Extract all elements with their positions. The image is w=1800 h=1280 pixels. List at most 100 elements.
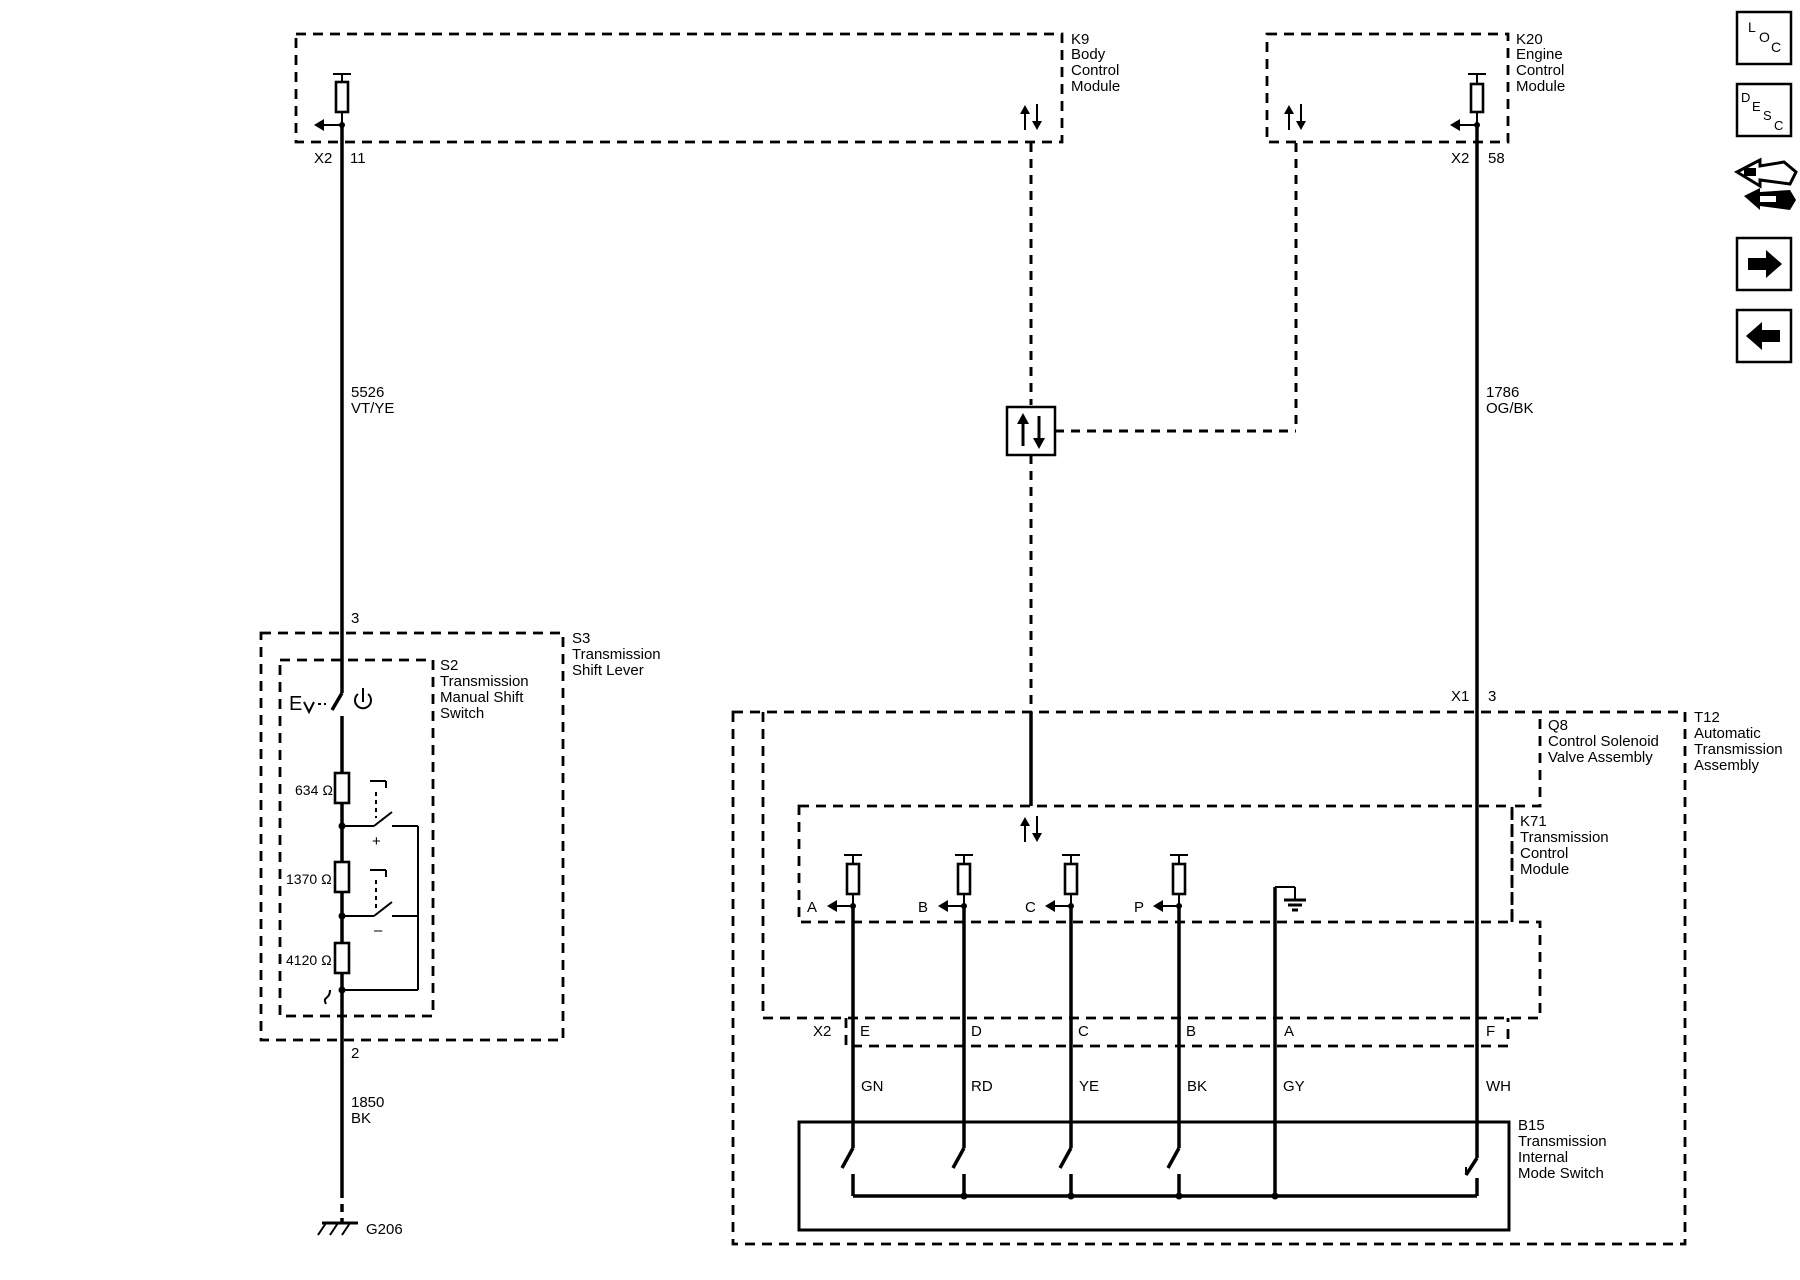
q8-id: Q8 — [1548, 717, 1568, 734]
b15-id: B15 — [1518, 1117, 1545, 1134]
wire-1850-circuit: 1850 — [351, 1094, 384, 1111]
connector-view-button[interactable] — [1733, 157, 1798, 210]
wire-color-gn: GN — [861, 1078, 884, 1095]
x2-pin-a: A — [1284, 1023, 1294, 1040]
k71-input-a-resistor — [845, 862, 861, 896]
k71-id: K71 — [1520, 813, 1547, 830]
k71-input-p: P — [1134, 854, 1188, 916]
resistor-634 — [333, 771, 351, 805]
k71-input-p-label: P — [1134, 899, 1144, 916]
k20-label-3: Module — [1516, 78, 1565, 95]
wire-color-gy: GY — [1283, 1078, 1305, 1095]
k9-id: K9 — [1071, 31, 1089, 48]
s3-transmission-shift-lever: S3 Transmission Shift Lever 3 2 — [259, 610, 661, 1062]
upshift-plus-switch: + — [342, 780, 418, 850]
k71-ground-icon — [1275, 886, 1306, 912]
desc-letter-4: C — [1774, 118, 1783, 133]
s2-label-2: Manual Shift — [440, 689, 524, 706]
plus-label: + — [372, 833, 381, 850]
wire-1786: 1786 OG/BK — [1475, 125, 1534, 1158]
x2-pin-c: C — [1078, 1023, 1089, 1040]
splice-pack-icon — [1005, 405, 1057, 457]
k20-label-2: Control — [1516, 62, 1564, 79]
k9-pin: 11 — [350, 150, 366, 167]
t12-label-3: Assembly — [1694, 757, 1760, 774]
t12-id: T12 — [1694, 709, 1720, 726]
desc-letter-1: D — [1741, 90, 1750, 105]
b15-label-2: Internal — [1518, 1149, 1568, 1166]
b15-signal-wires: GN RD YE BK GY WH — [851, 887, 1511, 1196]
minus-label: – — [374, 922, 383, 939]
k71-input-b-label: B — [918, 899, 928, 916]
s3-pin-top: 3 — [351, 610, 359, 627]
t12-label-2: Transmission — [1694, 741, 1783, 758]
q8-label-1: Control Solenoid — [1548, 733, 1659, 750]
desc-letter-2: E — [1752, 99, 1761, 114]
k71-transmission-control-module: K71 Transmission Control Module A — [797, 804, 1609, 924]
wire-1786-color: OG/BK — [1486, 400, 1534, 417]
resistor-1370 — [333, 860, 351, 894]
power-icon — [354, 688, 372, 710]
q8-label-2: Valve Assembly — [1548, 749, 1653, 766]
x2-pin-f: F — [1486, 1023, 1495, 1040]
s2-manual-shift-switch: S2 Transmission Manual Shift Switch E 63… — [278, 657, 529, 1040]
k9-label-2: Control — [1071, 62, 1119, 79]
b15-label-1: Transmission — [1518, 1133, 1607, 1150]
svg-text:E: E — [289, 693, 302, 715]
k9-serial-data-icon — [1020, 104, 1042, 130]
location-button[interactable]: L O C — [1735, 10, 1793, 66]
previous-page-button[interactable] — [1735, 308, 1793, 364]
serial-data-bus — [1005, 143, 1298, 806]
resistor-4120 — [333, 941, 351, 975]
k9-body-control-module: K9 Body Control Module X2 11 — [294, 31, 1120, 167]
k20-connector: X2 — [1451, 150, 1469, 167]
description-button[interactable]: D E S C — [1735, 82, 1793, 138]
description-icon: D E S C — [1741, 90, 1783, 133]
b15-internal-mode-switch: B15 Transmission Internal Mode Switch — [797, 1117, 1607, 1232]
k20-label-1: Engine — [1516, 46, 1563, 63]
x2-pin-d: D — [971, 1023, 982, 1040]
t12-connector: X1 — [1451, 688, 1469, 705]
k20-id: K20 — [1516, 31, 1543, 48]
location-icon: L O C — [1748, 19, 1781, 55]
k9-pullup-resistor — [334, 80, 350, 114]
k20-engine-control-module: K20 Engine Control Module X2 58 — [1265, 31, 1565, 167]
k9-connector: X2 — [314, 150, 332, 167]
s2-label-1: Transmission — [440, 673, 529, 690]
s3-label-1: Transmission — [572, 646, 661, 663]
loc-letter-3: C — [1771, 39, 1781, 55]
t12-label-1: Automatic — [1694, 725, 1761, 742]
k71-serial-data-icon — [1020, 816, 1042, 842]
k71-input-c: C — [1025, 854, 1080, 916]
wire-5526-color: VT/YE — [351, 400, 394, 417]
wire-color-rd: RD — [971, 1078, 993, 1095]
k20-pin: 58 — [1488, 150, 1505, 167]
t12-automatic-transmission-assembly: T12 Automatic Transmission Assembly X1 3 — [731, 688, 1783, 1246]
s2-id: S2 — [440, 657, 458, 674]
q8-control-solenoid-valve-assembly: Q8 Control Solenoid Valve Assembly — [761, 712, 1659, 1020]
s3-id: S3 — [572, 630, 590, 647]
ground-label: G206 — [366, 1221, 403, 1238]
wire-color-bk: BK — [1187, 1078, 1207, 1095]
k71-label-3: Module — [1520, 861, 1569, 878]
s2-label-3: Switch — [440, 705, 484, 722]
connector-icon — [1733, 157, 1798, 210]
wire-5526: 5526 VT/YE — [340, 125, 394, 693]
k71-input-c-label: C — [1025, 899, 1036, 916]
s3-label-2: Shift Lever — [572, 662, 644, 679]
downshift-minus-switch: – — [342, 869, 418, 939]
wire-1850-color: BK — [351, 1110, 371, 1127]
desc-letter-3: S — [1763, 108, 1772, 123]
k71-input-c-resistor — [1063, 862, 1079, 896]
next-page-button[interactable] — [1735, 236, 1793, 292]
resistor-634-label: 634 Ω — [295, 782, 333, 798]
b15-label-3: Mode Switch — [1518, 1165, 1604, 1182]
loc-letter-1: L — [1748, 19, 1756, 35]
resistor-1370-label: 1370 Ω — [286, 871, 332, 887]
wire-1786-circuit: 1786 — [1486, 384, 1519, 401]
x2-pin-e: E — [860, 1023, 870, 1040]
wire-color-ye: YE — [1079, 1078, 1099, 1095]
k71-input-a: A — [807, 854, 862, 916]
x2-connector: X2 E D C B A F — [813, 1018, 1510, 1048]
